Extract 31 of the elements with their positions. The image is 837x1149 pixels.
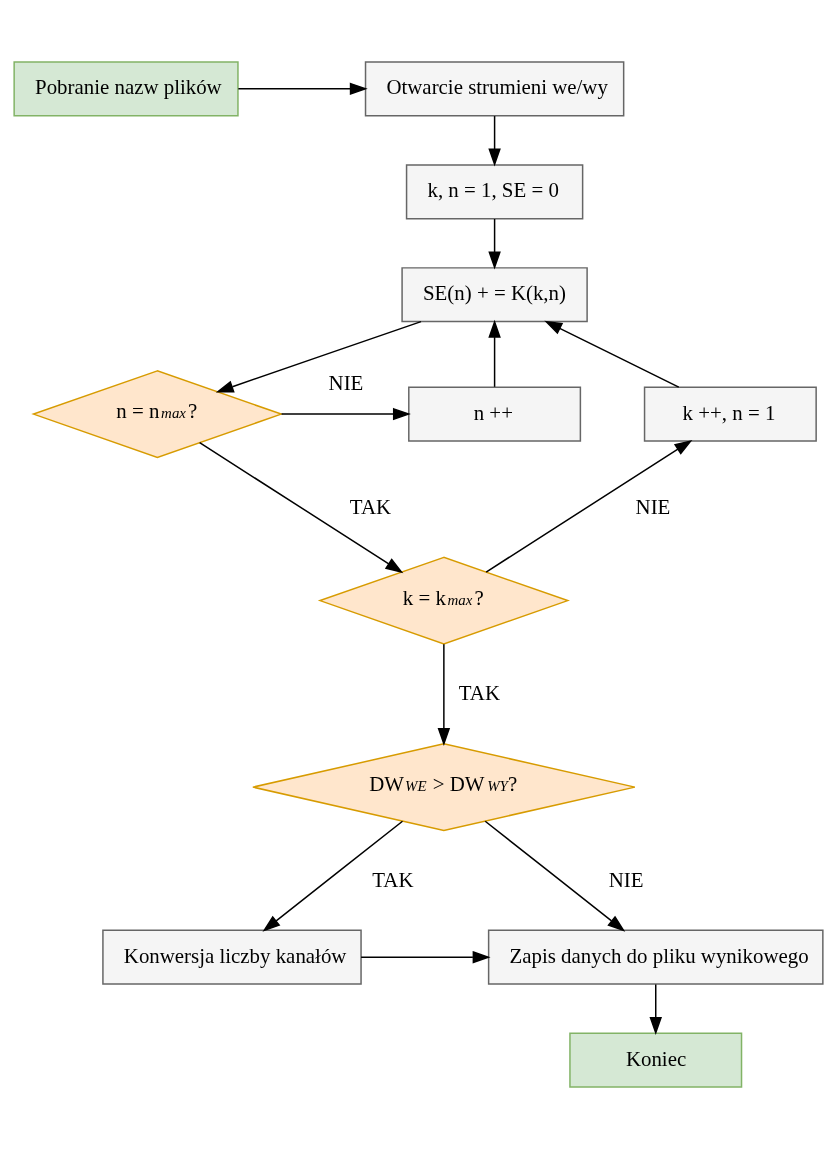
node-box: Pobranie nazw plików xyxy=(13,61,239,117)
arrow xyxy=(488,218,501,270)
node-box: Konwersja liczby kanałów xyxy=(102,929,362,985)
edge-label: TAK xyxy=(349,494,392,519)
node-box: Koniec xyxy=(569,1032,743,1088)
arrow xyxy=(484,820,626,932)
arrow xyxy=(437,643,451,746)
node-diamond: n = nmax? xyxy=(31,370,284,459)
edge-label: TAK xyxy=(372,867,414,892)
arrow xyxy=(280,407,411,421)
arrow xyxy=(198,441,404,574)
node-box: SE(n) + = K(k,n) xyxy=(401,267,588,323)
arrow xyxy=(262,820,404,932)
arrow xyxy=(544,320,680,388)
arrow xyxy=(488,319,501,388)
node-diamond: DWWE > DWWY? xyxy=(252,743,636,832)
node-box: Otwarcie strumieni we/wy xyxy=(364,61,625,117)
arrow xyxy=(485,439,693,573)
edge-label: NIE xyxy=(635,494,671,519)
arrow xyxy=(360,950,491,964)
arrow xyxy=(649,983,662,1035)
node-box: n ++ xyxy=(408,386,582,442)
arrow xyxy=(488,115,501,167)
node-box: k, n = 1, SE = 0 xyxy=(405,164,584,220)
arrow xyxy=(215,320,422,393)
edge-label: NIE xyxy=(608,867,644,892)
arrow xyxy=(237,82,368,96)
edge-label: NIE xyxy=(328,370,364,395)
node-box: k ++, n = 1 xyxy=(643,386,817,442)
node-box: Zapis danych do pliku wynikowego xyxy=(487,929,824,985)
edge-label: TAK xyxy=(458,681,501,706)
